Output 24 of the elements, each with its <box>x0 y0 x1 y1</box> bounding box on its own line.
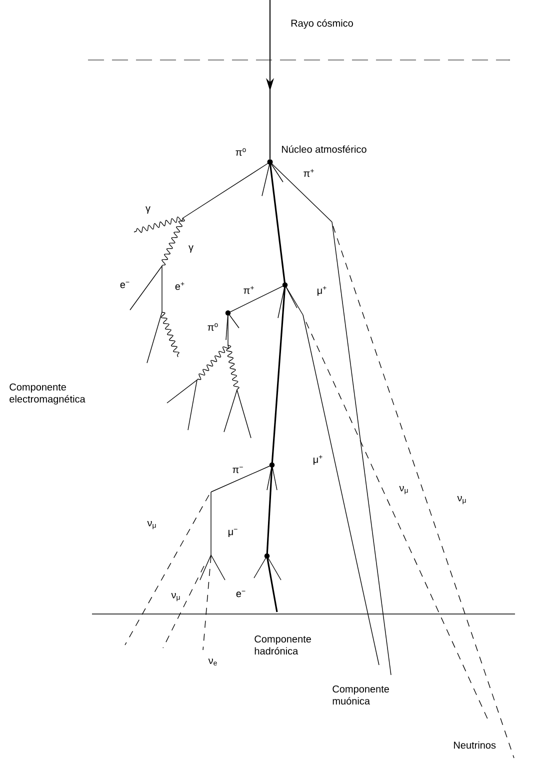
particle-label: e$^{−}$ <box>120 282 130 288</box>
ray-label: Rayo cósmico <box>291 19 353 29</box>
component-label: Componente muónica <box>332 685 389 705</box>
vertex-label: Núcleo atmosférico <box>282 145 366 153</box>
particle-label: ν$_{e}$ <box>208 658 217 666</box>
particle-label: μ$^{+}$ <box>318 286 326 296</box>
particle-label: ν$_{μ}$ <box>147 520 156 530</box>
particle-label: π$^{+}$ <box>244 286 254 294</box>
particle-label: e$^{−}$ <box>236 590 246 598</box>
particle-label: γ <box>146 206 150 214</box>
particle-label: π$^{−}$ <box>232 466 243 474</box>
particle-label: π$^{o}$ <box>208 323 218 331</box>
particle-label: ν$_{μ}$ <box>457 496 466 504</box>
particle-label: π$^{o}$ <box>236 148 246 156</box>
component-label: Componente hadrónica <box>254 635 311 655</box>
particle-label: μ$^{−}$ <box>228 528 238 538</box>
particle-label: γ <box>188 245 194 253</box>
particle-label: ν$_{μ}$ <box>399 486 408 494</box>
particle-label: μ$^{+}$ <box>314 455 322 465</box>
particle-label: π$^{+}$ <box>304 169 314 177</box>
component-label: Neutrinos <box>454 741 496 749</box>
particle-label: ν$_{μ}$ <box>171 592 180 602</box>
component-label: Componente electromagnética <box>10 383 86 405</box>
particle-label: e$^{+}$ <box>175 282 184 290</box>
